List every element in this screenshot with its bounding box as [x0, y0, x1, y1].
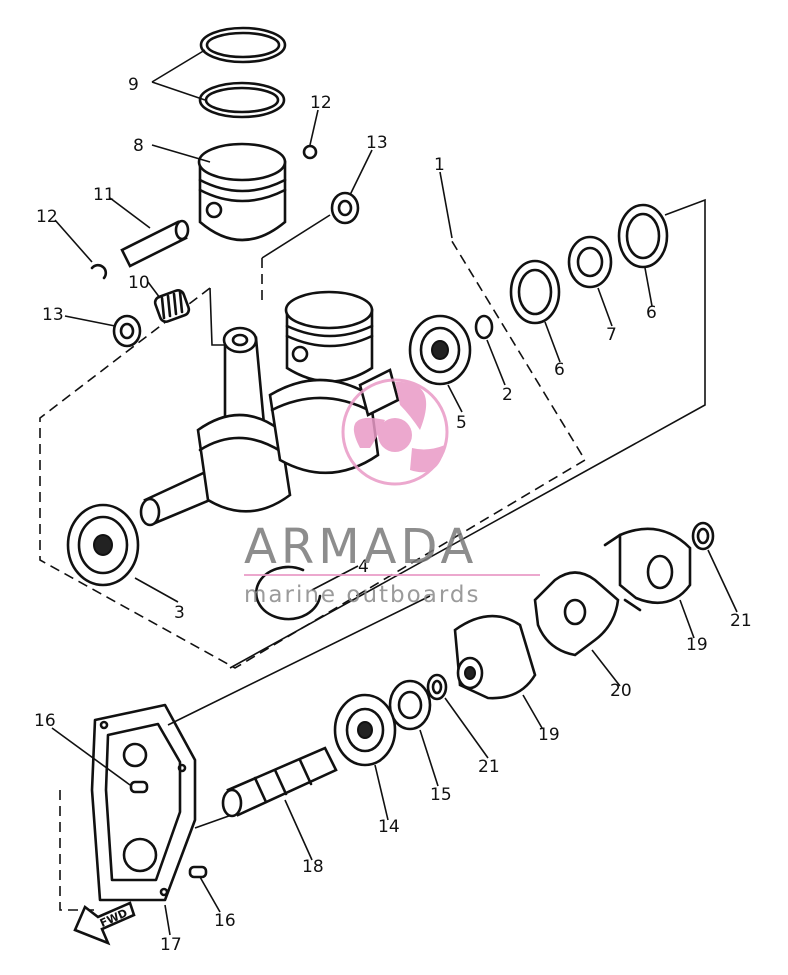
- piston: [197, 142, 287, 242]
- main-bearing-upper: [408, 314, 472, 386]
- crankshaft: [139, 368, 400, 527]
- needle-bearing: [153, 289, 191, 323]
- leader-lines: [51, 49, 738, 936]
- dowel-pin-upper: [129, 780, 149, 794]
- callout-3: 3: [174, 603, 185, 623]
- watermark: ARMADA marine outboards: [244, 378, 540, 608]
- callout-2: 2: [502, 385, 513, 405]
- thrust-washer-left: [112, 314, 142, 348]
- piston-rings: [198, 26, 287, 119]
- callout-10: 10: [128, 273, 150, 293]
- washer-upper: [691, 521, 715, 551]
- watermark-title: ARMADA: [244, 519, 477, 575]
- thrust-washer-right: [330, 191, 360, 225]
- callout-9: 9: [128, 75, 139, 95]
- o-ring: [474, 314, 494, 340]
- callout-12-right: 12: [310, 93, 332, 113]
- washer-lower: [426, 673, 448, 701]
- gasket: [90, 703, 197, 902]
- callout-16-upper: 16: [34, 711, 56, 731]
- callout-11: 11: [93, 185, 115, 205]
- leader-1: [439, 171, 453, 239]
- callout-21-upper: 21: [730, 611, 752, 631]
- callout-13-left: 13: [42, 305, 64, 325]
- drive-bearing-small: [388, 679, 432, 731]
- callout-8: 8: [133, 136, 144, 156]
- callout-15: 15: [430, 785, 452, 805]
- small-bearing: [567, 235, 613, 289]
- callout-labels: 9 12 8 13 1 11 12 10 13 6 7 6 2 5 4 3 21…: [34, 75, 752, 955]
- callout-7: 7: [606, 325, 617, 345]
- callout-21-lower: 21: [478, 757, 500, 777]
- oil-seal-upper: [617, 203, 669, 269]
- callout-1: 1: [434, 155, 445, 175]
- propeller-logo-icon: [341, 378, 449, 486]
- callout-18: 18: [302, 857, 324, 877]
- callout-19-lower: 19: [538, 725, 560, 745]
- piston-pin-clip-left: [90, 263, 108, 280]
- watermark-subtitle: marine outboards: [244, 582, 480, 608]
- callout-6-lower: 6: [554, 360, 565, 380]
- circlip: [254, 565, 322, 621]
- piston-pin-clip-right: [302, 144, 318, 160]
- drive-bearing-large: [333, 693, 397, 767]
- callout-17: 17: [160, 935, 182, 955]
- callout-5: 5: [456, 413, 467, 433]
- oil-seal-lower: [509, 259, 561, 325]
- drive-cup-upper: [603, 527, 692, 612]
- callout-13-right: 13: [366, 133, 388, 153]
- guide-lines: [167, 198, 706, 829]
- callout-4: 4: [358, 557, 369, 577]
- callout-6-upper: 6: [646, 303, 657, 323]
- callout-20: 20: [610, 681, 632, 701]
- piston-pin: [120, 219, 190, 268]
- callout-12-left: 12: [36, 207, 58, 227]
- drive-cup-lower: [453, 614, 537, 700]
- callout-14: 14: [378, 817, 400, 837]
- drive-shaft: [221, 746, 338, 818]
- fwd-arrow-icon: FWD: [73, 901, 136, 946]
- damper-insert: [533, 571, 620, 657]
- assembled-piston: [284, 290, 374, 383]
- callout-16-lower: 16: [214, 911, 236, 931]
- main-bearing-lower: [66, 503, 140, 587]
- dowel-pin-lower: [188, 865, 208, 879]
- callout-19-upper: 19: [686, 635, 708, 655]
